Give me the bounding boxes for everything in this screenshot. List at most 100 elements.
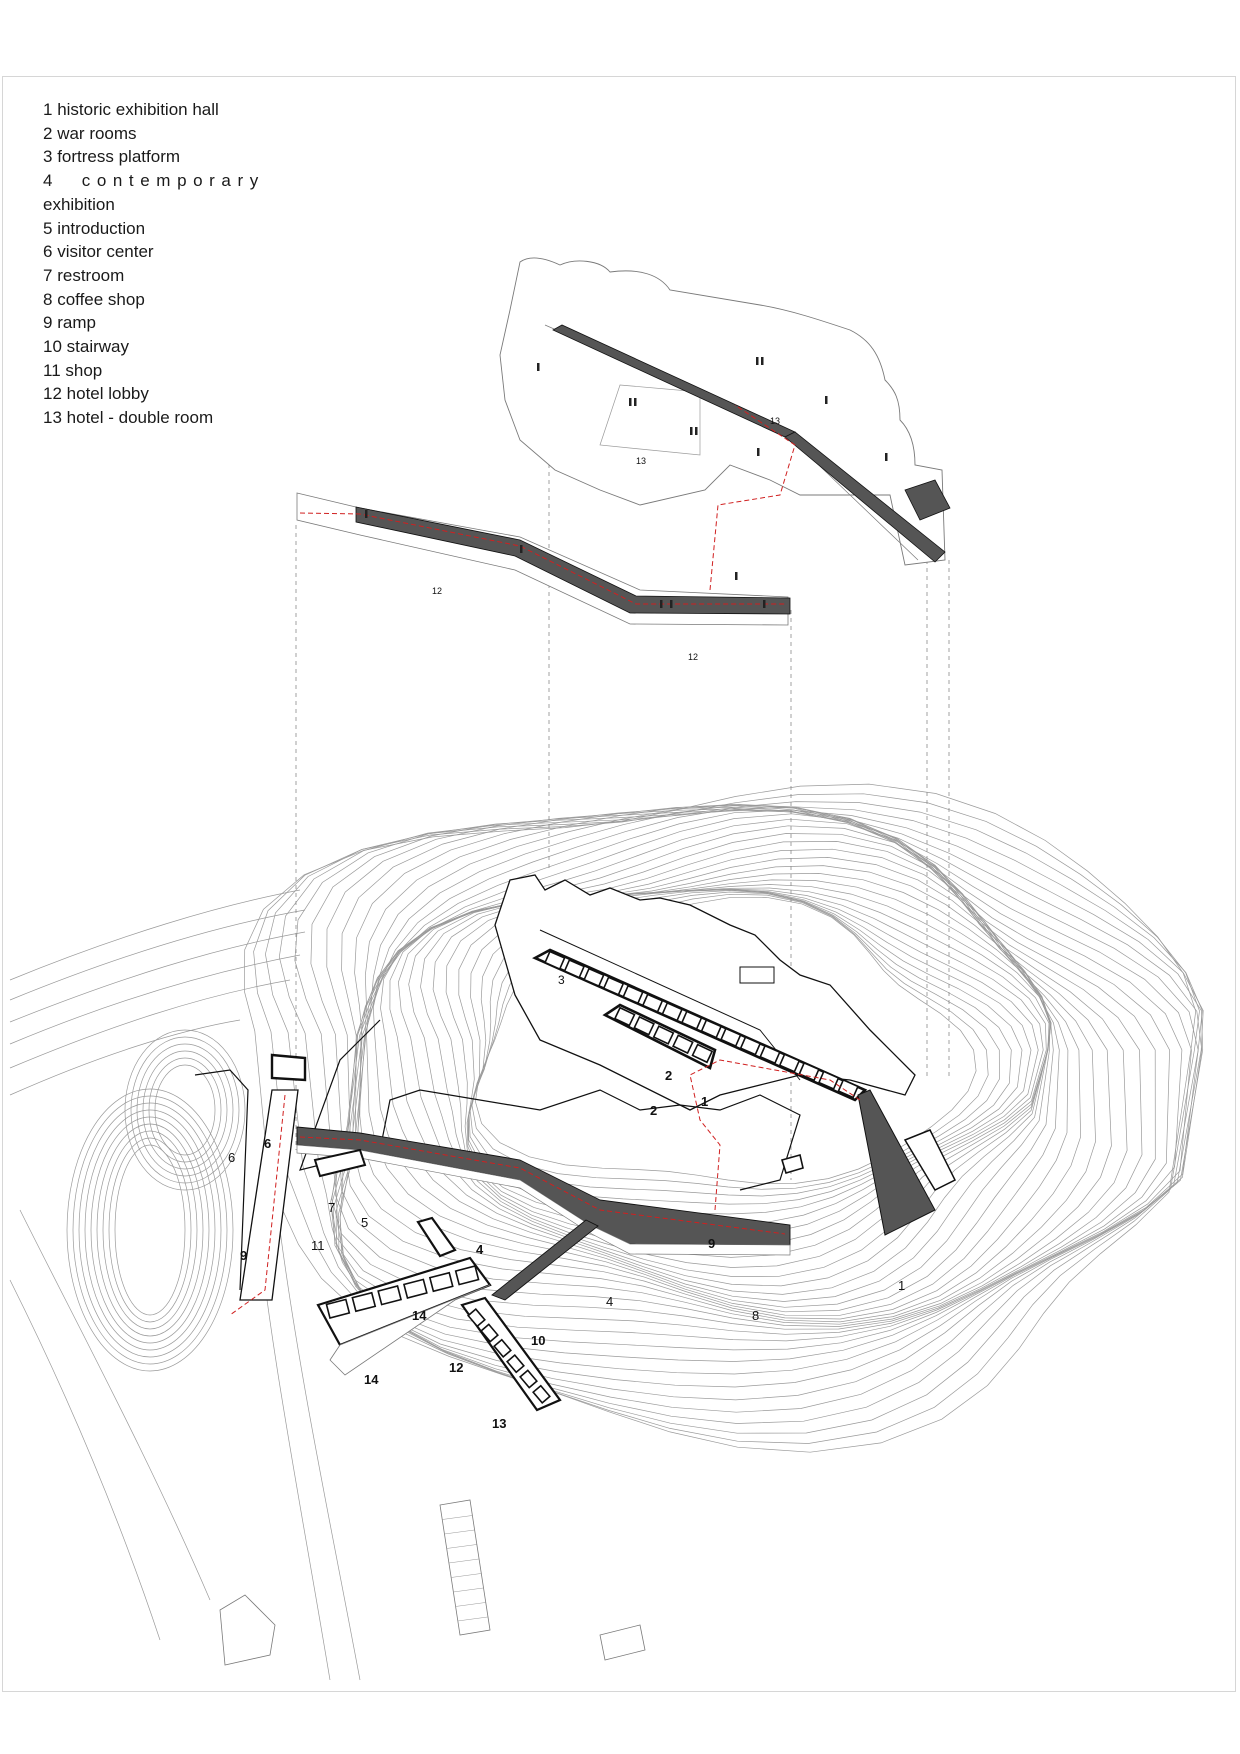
site-label-1a: 1	[701, 1094, 708, 1109]
room-cell	[467, 1307, 486, 1328]
room-cell	[519, 1369, 538, 1389]
hill-contour-line	[338, 806, 1192, 1375]
room-legend: 1 historic exhibition hall 2 war rooms 3…	[43, 98, 265, 430]
hill-contour-line	[335, 805, 1183, 1362]
site-label-5: 5	[361, 1215, 368, 1230]
room-cell	[532, 1384, 551, 1405]
site-label-14a: 14	[412, 1308, 427, 1323]
hotel-block-base	[329, 1284, 491, 1376]
room-cell	[661, 1001, 683, 1022]
room-cell	[622, 984, 644, 1005]
hill-contour-line	[432, 887, 1047, 1258]
fortress-circulation-path	[689, 1059, 861, 1211]
visitor-center-ramp	[239, 1089, 299, 1301]
site-label-9b: 9	[708, 1236, 715, 1251]
restroom-kiosk	[416, 1216, 457, 1258]
room-cell	[739, 1036, 762, 1056]
projection-lines	[295, 400, 950, 1180]
site-label-12: 12	[449, 1360, 463, 1375]
hill-contour-line	[469, 891, 1000, 1197]
pavilion-bay-line	[457, 1616, 488, 1622]
hill-contours	[244, 783, 1204, 1453]
site-label-4a: 4	[476, 1242, 484, 1257]
upper-floor-outline	[499, 257, 946, 566]
room-cell	[641, 993, 664, 1013]
legend-item-8: 8 coffee shop	[43, 289, 145, 309]
hill-contour-line	[253, 793, 1200, 1444]
main-circulation-path	[299, 1136, 786, 1235]
room-cell	[325, 1298, 351, 1319]
upper-label-12a: 12	[432, 586, 442, 596]
lobby-circulation-path	[299, 512, 785, 605]
west-slope-contours	[9, 889, 361, 1681]
mound-contour-line	[96, 1123, 204, 1337]
room-cell	[583, 967, 605, 988]
room-cell	[377, 1285, 403, 1306]
legend-item-1: 1 historic exhibition hall	[43, 100, 219, 119]
room-cell	[454, 1265, 480, 1286]
pavilion-bay-line	[453, 1587, 484, 1593]
upper-label-12b: 12	[688, 652, 698, 662]
room-cell	[652, 1025, 675, 1045]
hill-contour-line	[310, 809, 1203, 1401]
room-cell	[351, 1291, 377, 1313]
legend-item-10: 10 stairway	[43, 337, 130, 357]
drawing-sheet-frame	[2, 76, 1236, 1692]
mound-contour-line	[124, 1029, 246, 1191]
legend-item-2: 2 war rooms	[43, 123, 137, 143]
terrain-contours	[9, 783, 1204, 1681]
legend-item-4: 4 contemporary	[43, 171, 265, 191]
upper-roof-block	[904, 479, 951, 521]
legend-item-5: 5 introduction	[43, 218, 146, 238]
mound-contour-line	[154, 1064, 216, 1156]
southwest-roof	[219, 1594, 276, 1666]
site-label-7: 7	[328, 1200, 335, 1215]
fortress-upper-outline	[494, 874, 916, 1111]
pavilion-bay-line	[446, 1544, 477, 1549]
service-kiosk	[313, 1148, 367, 1178]
hill-contour-line	[468, 889, 1023, 1215]
site-label-1b: 1	[898, 1278, 905, 1293]
mound-contour-line	[66, 1088, 234, 1372]
site-label-11: 11	[311, 1238, 325, 1253]
fortress-plan	[194, 874, 957, 1666]
upper-label-13a: 13	[770, 416, 780, 426]
legend-item-4-continuation: exhibition	[43, 194, 115, 214]
room-cell	[633, 1015, 655, 1036]
south-shed	[599, 1624, 646, 1661]
hotel-room-cells	[325, 1265, 480, 1319]
visitor-circulation-path	[229, 1094, 286, 1316]
upper-level-plan: 13 13 12 12	[296, 257, 951, 662]
upper-ramp-sloped	[784, 431, 946, 563]
room-cell	[480, 1323, 499, 1343]
upper-figures	[537, 357, 888, 580]
mound-contour-line	[102, 1130, 198, 1330]
room-cell	[563, 959, 586, 979]
site-label-10: 10	[531, 1333, 545, 1348]
left-mound-contours	[66, 1029, 246, 1372]
hill-contour-line	[420, 884, 1050, 1268]
hill-contour-line	[335, 809, 1112, 1327]
visitor-center-block	[270, 1053, 307, 1082]
pavilion-bay-line	[444, 1529, 475, 1535]
site-label-2b: 2	[650, 1103, 657, 1118]
site-label-8: 8	[752, 1308, 759, 1323]
south-pavilion-bays	[442, 1515, 488, 1622]
room-cell	[613, 1006, 636, 1027]
legend-item-11: 11 shop	[43, 360, 103, 380]
room-cell	[544, 950, 566, 971]
room-cell	[602, 976, 625, 996]
mound-contour-line	[72, 1095, 228, 1365]
mound-contour-line	[84, 1109, 216, 1351]
hill-contour-line	[352, 825, 1069, 1320]
hill-contour-line	[445, 888, 1044, 1248]
hill-contour-line	[366, 841, 1054, 1313]
site-label-4b: 4	[606, 1294, 613, 1309]
legend-item-3: 3 fortress platform	[43, 147, 181, 167]
upper-circulation-path	[709, 404, 796, 591]
site-label-6b: 6	[264, 1136, 271, 1151]
hill-contour-line	[244, 783, 1197, 1453]
room-cell	[798, 1061, 820, 1082]
ramp-kiosk	[780, 1154, 804, 1174]
room-cell	[778, 1053, 801, 1073]
